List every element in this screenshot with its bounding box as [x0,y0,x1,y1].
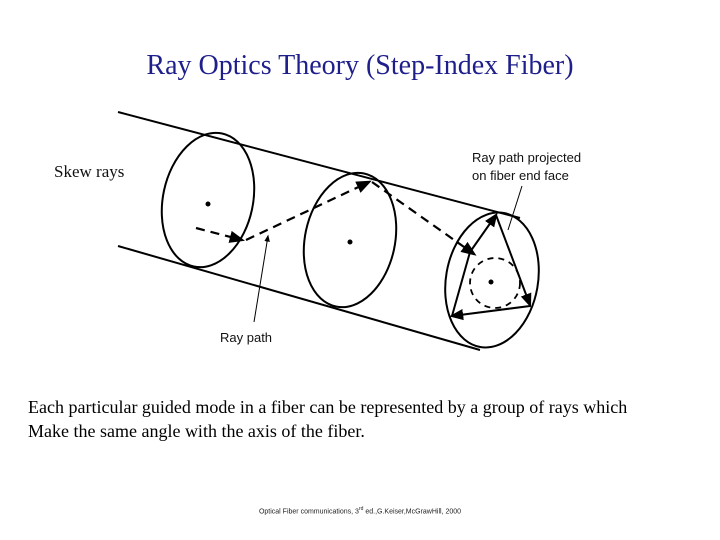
citation-suffix: ed.,G.Keiser,McGrawHill, 2000 [363,508,462,516]
slide-title: Ray Optics Theory (Step-Index Fiber) [146,50,574,81]
projected-path-2 [495,214,532,308]
citation-sup: rd [358,506,364,512]
projected-label-leader [507,185,523,231]
projected-path-3 [449,305,531,321]
cross-section-1 [160,131,256,269]
ray-path-label: Ray path [220,330,272,345]
fiber-top-edge [117,111,521,219]
fiber-bottom-edge [117,245,481,351]
projected-label-line2: on fiber end face [472,168,569,183]
ray-segment-1 [195,226,245,243]
cross-section-2 [302,171,398,309]
axis-dot-1 [205,201,211,207]
body-text: Each particular guided mode in a fiber c… [28,395,708,443]
axis-dot-3 [488,279,494,285]
axis-dot-2 [347,239,353,245]
ray-path-label-leader [253,234,270,323]
skew-rays-label: Skew rays [54,162,125,181]
inner-caustic-circle [469,257,521,309]
ray-segment-3 [371,181,477,256]
projected-label-line1: Ray path projected [472,150,581,165]
ray-segment-2 [245,180,372,241]
body-line-2: Make the same angle with the axis of the… [28,421,365,441]
citation-prefix: Optical Fiber communications, 3 [258,508,359,516]
fiber-end-face [444,211,540,349]
body-line-1: Each particular guided mode in a fiber c… [28,397,628,417]
projected-path-1 [469,212,498,253]
citation: Optical Fiber communications, 3rd ed.,G.… [0,506,720,515]
projected-path-4 [451,251,471,317]
